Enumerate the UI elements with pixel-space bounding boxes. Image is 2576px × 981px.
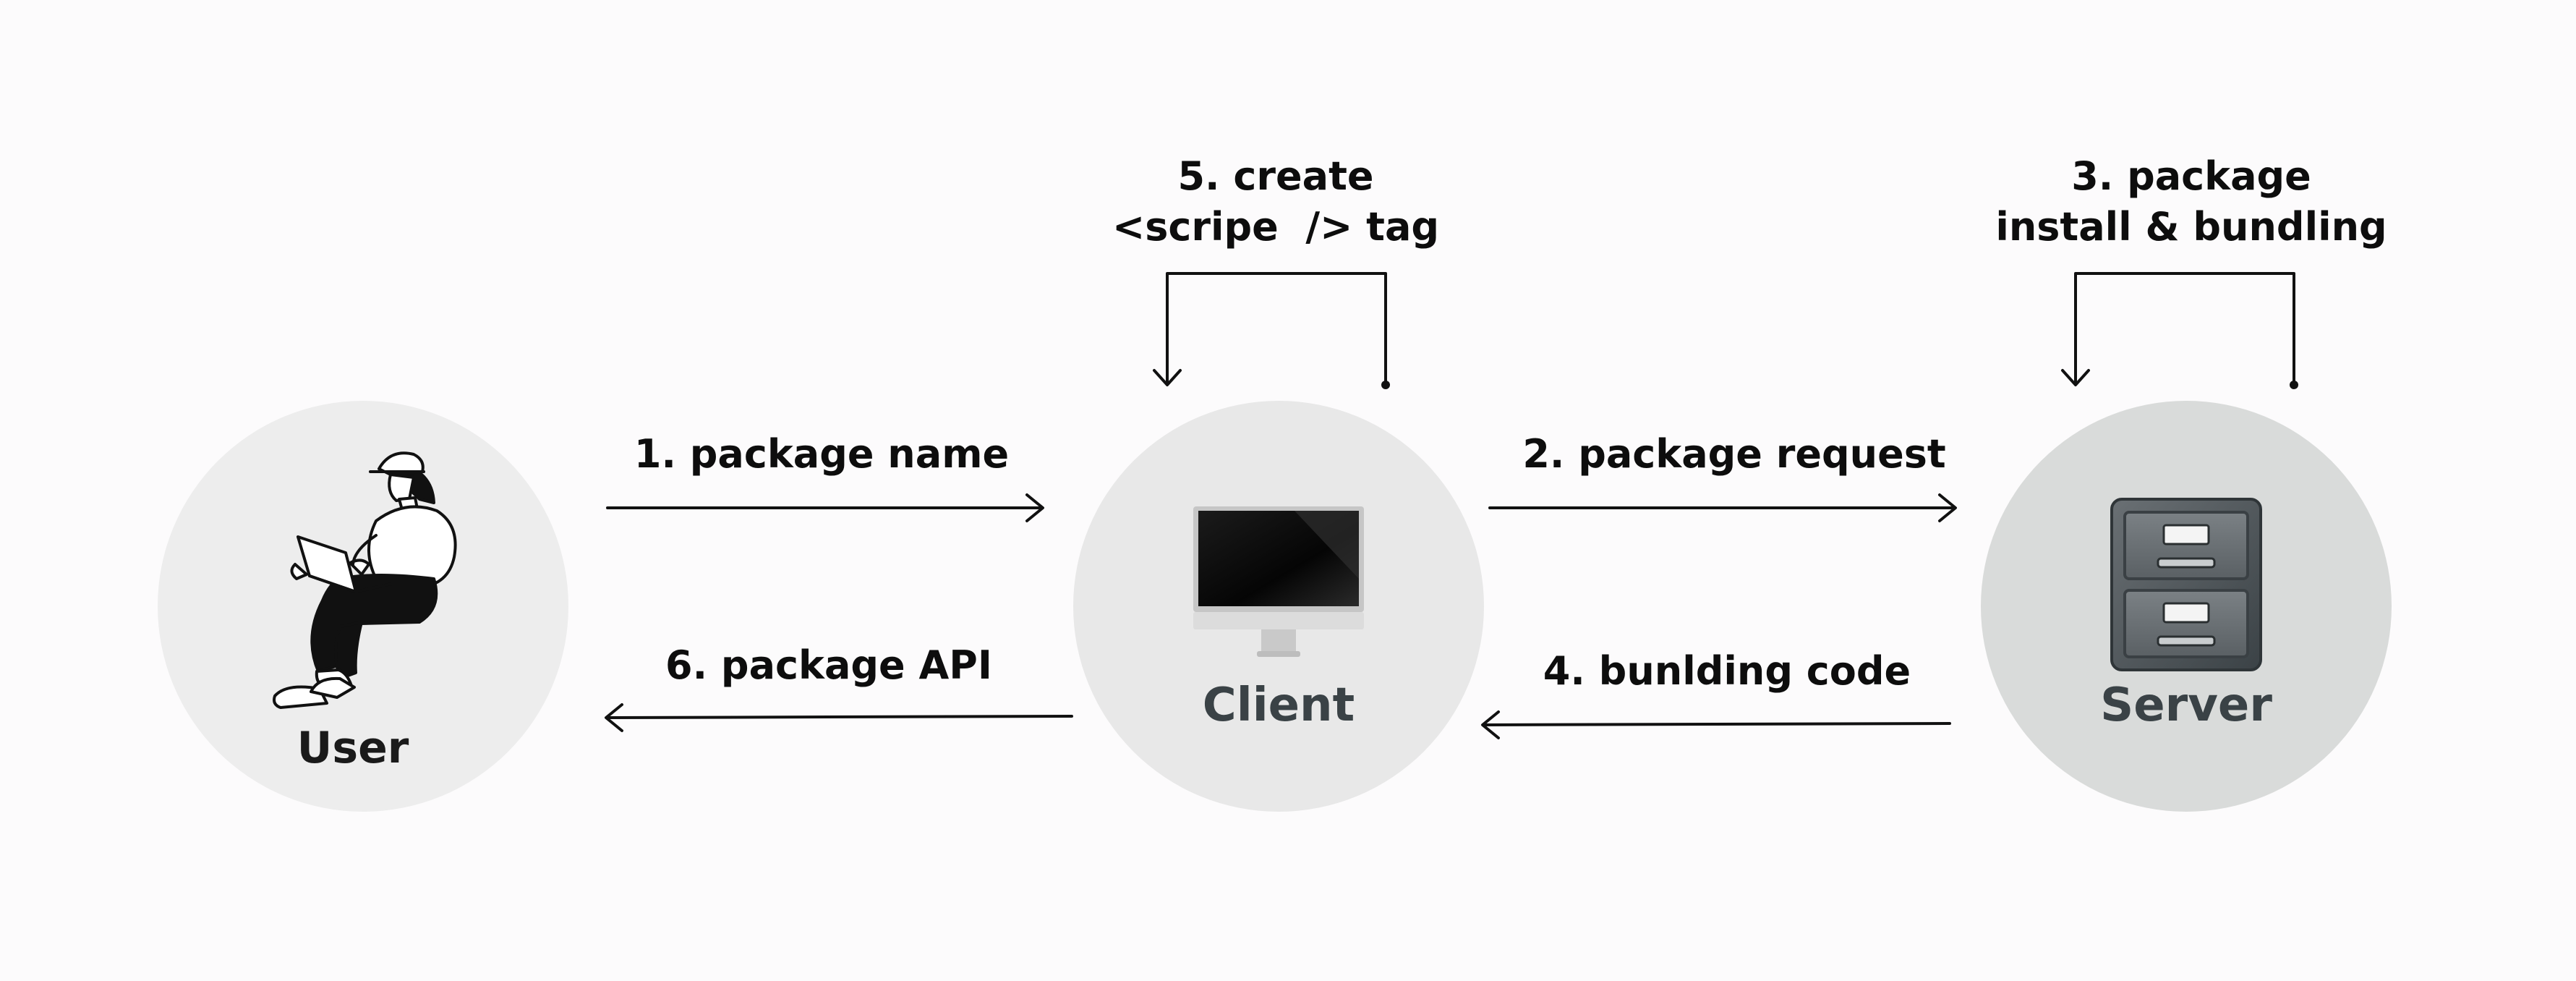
- server-label: Server: [2100, 679, 2272, 732]
- step3-label-line2: install & bundling: [1995, 204, 2387, 250]
- step6-label: 6. package API: [665, 642, 992, 688]
- arrow-step4: [1481, 710, 1951, 739]
- filing-cabinet-icon: [2110, 498, 2262, 671]
- loop-start-dot-client: [1381, 381, 1390, 389]
- step3-label-line1: 3. package: [2071, 153, 2311, 199]
- person-with-laptop-icon: [273, 451, 457, 709]
- arrow-step2: [1488, 493, 1957, 522]
- arrow-step3: [2061, 272, 2295, 386]
- user-label: User: [297, 723, 409, 773]
- step1-label: 1. package name: [634, 431, 1009, 477]
- arrow-step5: [1153, 272, 1387, 386]
- step5-label-line2: <scripe /> tag: [1112, 204, 1439, 250]
- loop-start-dot-server: [2290, 381, 2298, 389]
- arrow-step1: [606, 493, 1044, 522]
- step4-label: 4. bunlding code: [1543, 648, 1911, 694]
- step5-label-line1: 5. create: [1177, 153, 1373, 199]
- monitor-icon: [1193, 506, 1364, 657]
- client-label: Client: [1203, 679, 1355, 732]
- arrow-step6: [605, 703, 1073, 732]
- step2-label: 2. package request: [1522, 431, 1945, 477]
